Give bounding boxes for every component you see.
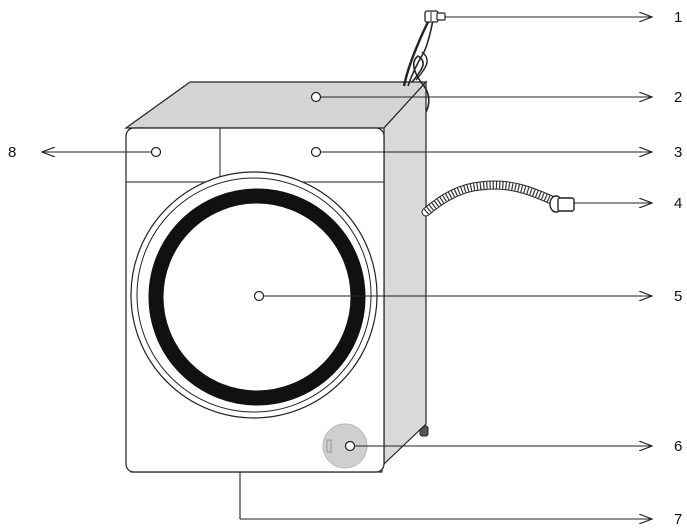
callout-number-1: 1: [674, 9, 682, 26]
callout-number-2: 2: [674, 89, 682, 106]
callout-dot-6: [344, 440, 356, 452]
callout-number-8: 8: [8, 144, 16, 161]
callout-dot-5: [253, 290, 265, 302]
power-cord: [402, 17, 434, 113]
callout-dot-2: [310, 91, 322, 103]
callout-number-6: 6: [674, 438, 682, 455]
side-panel: [383, 80, 427, 466]
hose-end-icon: [549, 195, 575, 213]
door-ring: [148, 188, 366, 406]
water-inlet-connector-icon: [424, 10, 446, 23]
callout-dots: [150, 91, 356, 452]
callout-dot-8: [150, 146, 162, 158]
top-panel: [124, 81, 428, 129]
drain-hose: [421, 180, 561, 217]
callout-number-4: 4: [674, 195, 682, 212]
callout-number-3: 3: [674, 144, 682, 161]
leader-lines: [42, 17, 652, 519]
callout-dot-3: [310, 146, 322, 158]
callout-number-7: 7: [674, 511, 682, 528]
callout-number-5: 5: [674, 288, 682, 305]
